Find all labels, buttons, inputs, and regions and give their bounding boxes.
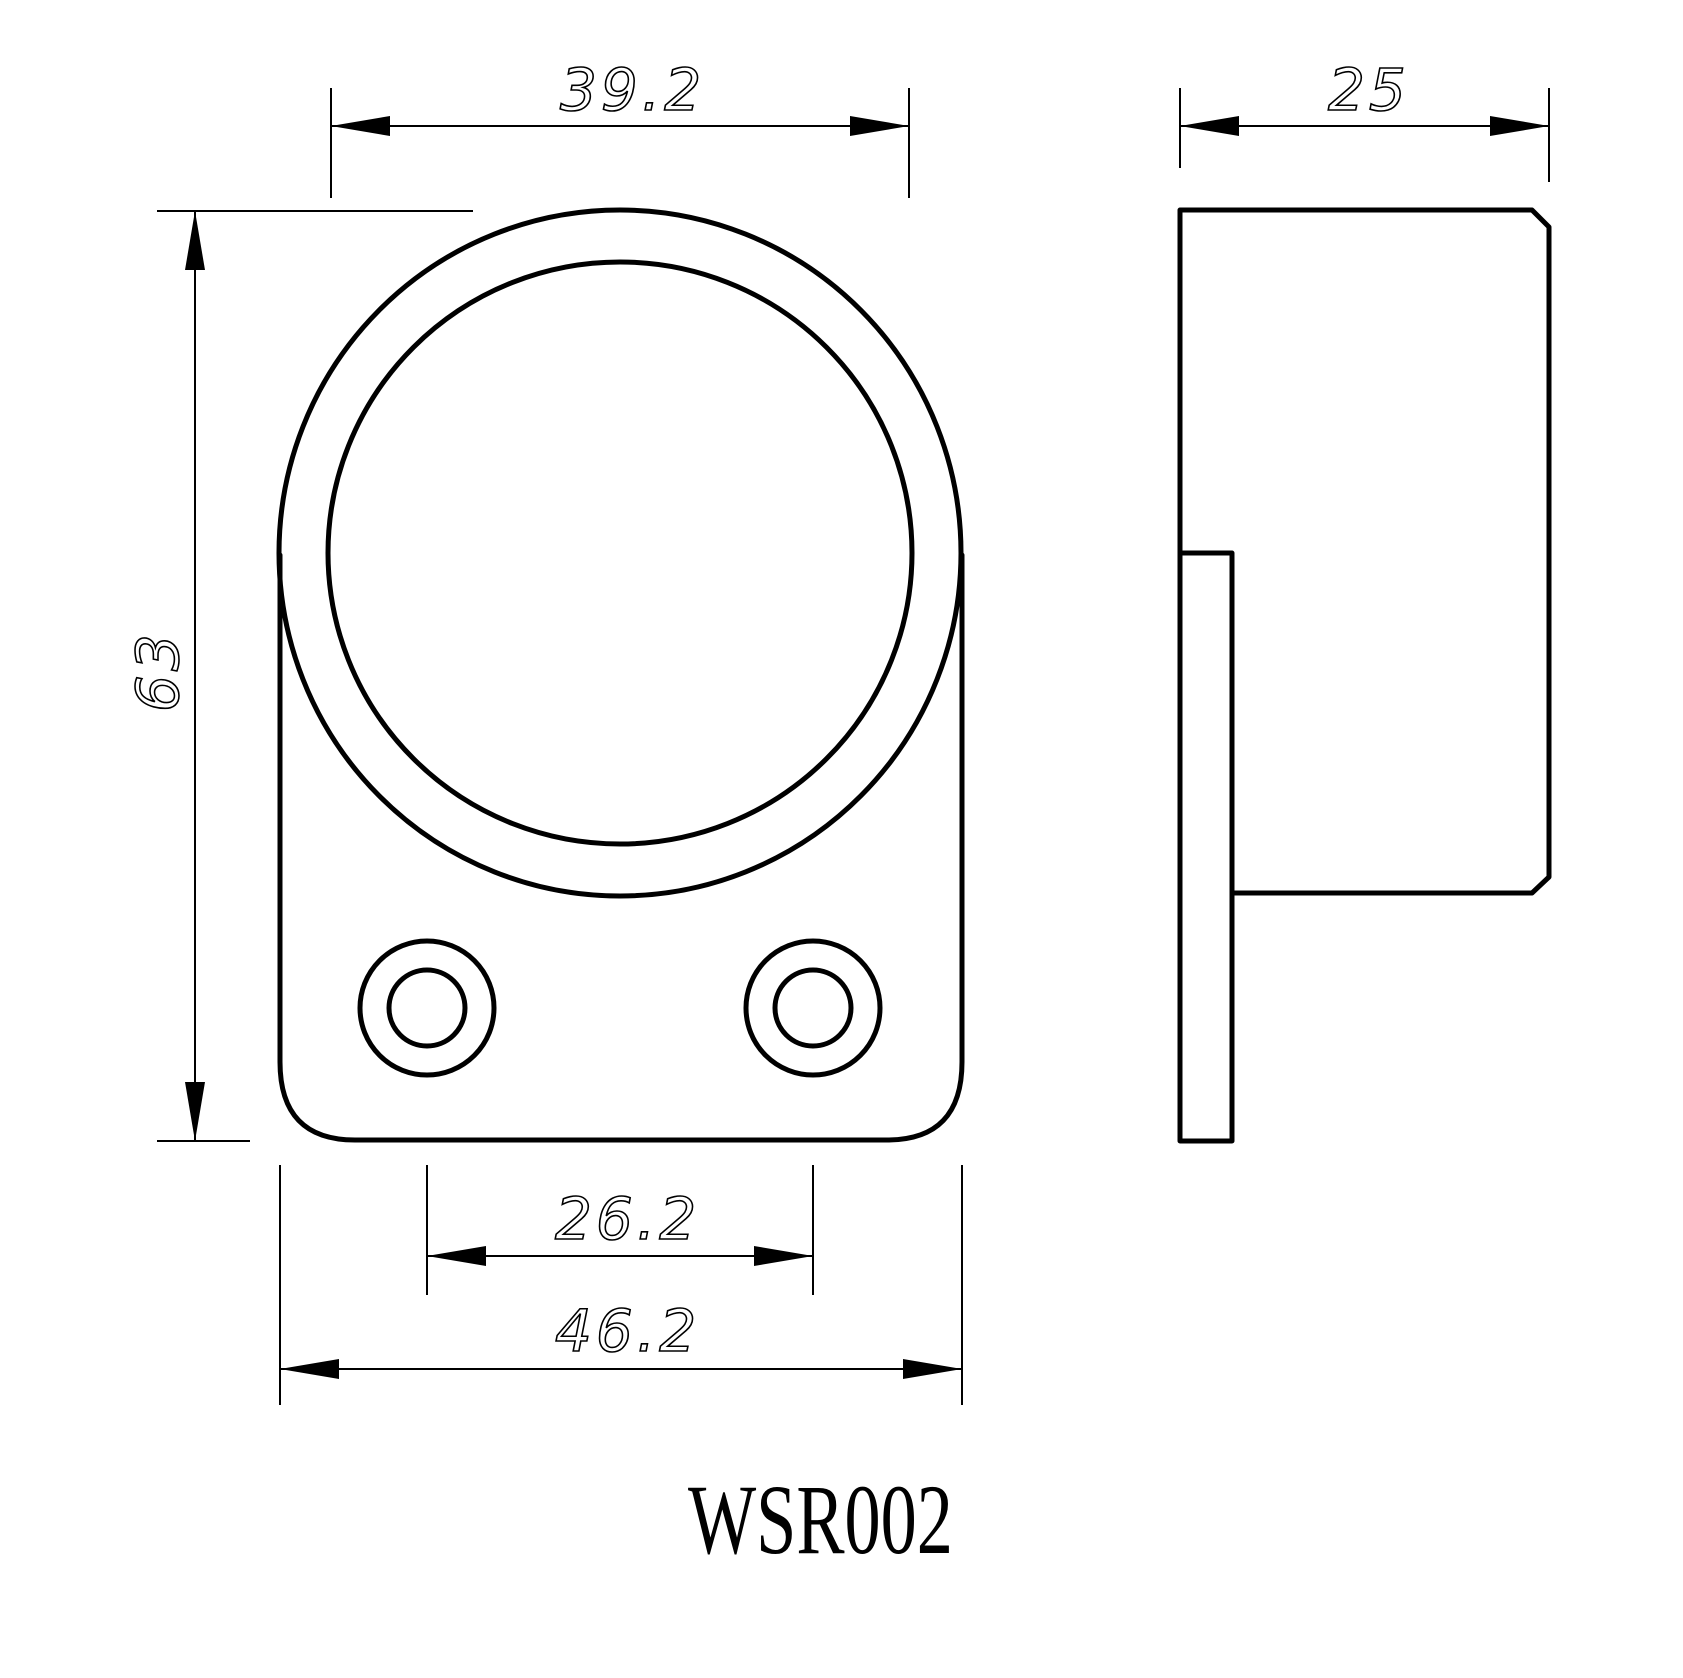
dim-label-top-width: 39.2 bbox=[560, 56, 705, 124]
mounting-hole-right bbox=[743, 938, 883, 1078]
front-view bbox=[276, 207, 965, 1143]
side-body bbox=[1177, 207, 1552, 896]
front-outer-profile bbox=[277, 552, 965, 1143]
counterbore-left bbox=[357, 938, 497, 1078]
dim-label-side-depth: 25 bbox=[1328, 56, 1410, 124]
side-view bbox=[1177, 207, 1552, 1144]
dimension-overall-height: 63 bbox=[123, 210, 473, 1142]
dimension-side-depth: 25 bbox=[1179, 55, 1550, 182]
outer-ring bbox=[276, 207, 964, 899]
dim-label-hole-spacing: 26.2 bbox=[555, 1185, 700, 1253]
dimension-overall-width: 46.2 bbox=[279, 1165, 963, 1405]
mounting-hole-left bbox=[357, 938, 497, 1078]
dim-label-overall-width: 46.2 bbox=[555, 1297, 700, 1365]
through-hole-left bbox=[386, 967, 468, 1049]
dimension-top-width: 39.2 bbox=[330, 55, 910, 198]
counterbore-right bbox=[743, 938, 883, 1078]
inner-bore bbox=[325, 259, 915, 847]
dim-label-overall-height: 63 bbox=[124, 630, 192, 712]
dimension-hole-spacing: 26.2 bbox=[426, 1165, 814, 1295]
part-number-title: WSR002 bbox=[688, 1465, 953, 1575]
through-hole-right bbox=[772, 967, 854, 1049]
side-flange bbox=[1177, 550, 1235, 1144]
